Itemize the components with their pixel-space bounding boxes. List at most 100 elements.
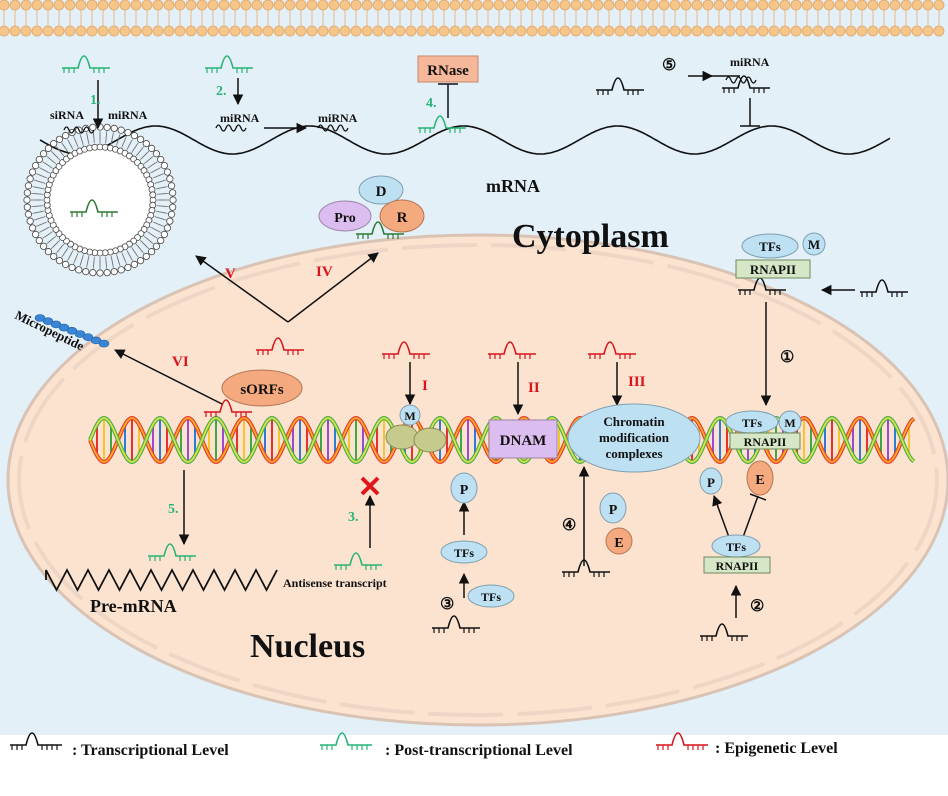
lncrna-post-1 [62,55,110,73]
vesicle-tail [37,221,48,227]
membrane-bead [75,25,87,37]
vesicle-head [136,257,145,265]
lncrna-tx-3 [432,615,480,633]
vesicle-head [103,269,111,277]
glyph-strand [70,199,118,213]
vesicle-head [26,175,34,183]
marker-tx-2: ② [750,598,764,615]
glyph-strand [356,221,404,235]
marker-post-5: 5. [168,502,179,517]
membrane-bead [86,0,98,11]
membrane-bead [262,0,274,11]
vesicle-tail [68,250,74,260]
membrane-bead [922,0,934,11]
membrane-bead [20,0,32,11]
membrane-bead [438,25,450,37]
membrane-bead [416,25,428,37]
legend-glyph [656,732,708,750]
membrane-bead [229,25,241,37]
membrane-bead [526,25,538,37]
tfs-label-b: TFs [481,590,501,604]
membrane-bead [350,0,362,11]
lncrna-tx-2 [700,623,748,641]
vesicle-head [152,150,161,158]
pre-mrna-title: Pre-mRNA [90,596,177,616]
membrane-bead [251,0,263,11]
membrane-bead [867,0,879,11]
membrane-bead [20,25,32,37]
vesicle-tail [52,240,60,248]
glyph-strand [722,75,770,89]
membrane-bead [284,0,296,11]
vesicle-tail [140,152,148,160]
marker-tx-5: ⑤ [662,57,676,74]
marker-epi-ii: II [528,380,540,396]
vesicle-head [130,132,139,140]
vesicle-tail [155,210,166,214]
membrane-bead [141,0,153,11]
vesicle-head [148,248,156,256]
membrane-bead [691,0,703,11]
legend-background [0,735,948,791]
membrane-bead [559,0,571,11]
glyph-strand [418,115,466,129]
vesicle-tail [52,152,60,160]
tfs-top-shape [741,233,799,259]
legend-glyph [320,732,372,750]
membrane-bead [9,0,21,11]
membrane-bead [284,25,296,37]
vesicle-tail [150,168,160,174]
membrane-bead [680,0,692,11]
membrane-bead [834,0,846,11]
vesicle-head [82,267,90,276]
membrane-bead [504,25,516,37]
membrane-bead [449,0,461,11]
micropeptide-bead [34,314,46,322]
lncrna-in-vesicle [70,199,118,217]
m-top-label: M [808,237,820,252]
marker-post-3: 3. [348,510,359,525]
vesicle-head [142,252,150,261]
vesicle-tail [73,252,79,263]
membrane-bead [317,0,329,11]
inhibit-e-bar [749,493,767,501]
membrane-bead [592,0,604,11]
chromatin-line-2: modification [599,430,670,445]
membrane-bead [218,25,230,37]
membrane-bead [108,0,120,11]
nucleus-pores [17,243,939,717]
vesicle-tail [35,180,46,184]
vesicle-tail [126,140,132,150]
vesicle-head [110,267,118,276]
vesicle-tail [44,231,53,238]
membrane-bead [306,0,318,11]
membrane-bead [273,25,285,37]
vesicle-tail [105,133,107,144]
vesicle-head [148,144,156,152]
vesicle-head [39,242,48,250]
vesicle-tail [68,140,74,150]
membrane-bead [339,25,351,37]
marker-epi-vi: VI [172,354,189,370]
membrane-bead [207,25,219,37]
rnapii-top-box [735,259,811,279]
vesicle-tail [147,162,156,169]
vesicle-tail [40,168,50,174]
membrane-bead [328,0,340,11]
tfs-label-c: TFs [726,540,746,554]
vesicle-head [28,168,37,176]
vesicle-head [23,203,31,211]
vesicle-head [50,139,58,148]
vesicle-head [160,230,168,239]
membrane-bead [108,25,120,37]
vesicle-tail [147,231,156,238]
e-shape-a [605,527,633,555]
membrane-bead [713,25,725,37]
vesicle-tail [86,134,90,145]
legend-transcriptional: : Transcriptional Level [72,742,229,759]
vesicle-tail [40,226,50,232]
vesicle-head [24,210,33,218]
p-shape-b [599,492,627,524]
membrane-bead [636,0,648,11]
vesicle-tail [35,216,46,220]
